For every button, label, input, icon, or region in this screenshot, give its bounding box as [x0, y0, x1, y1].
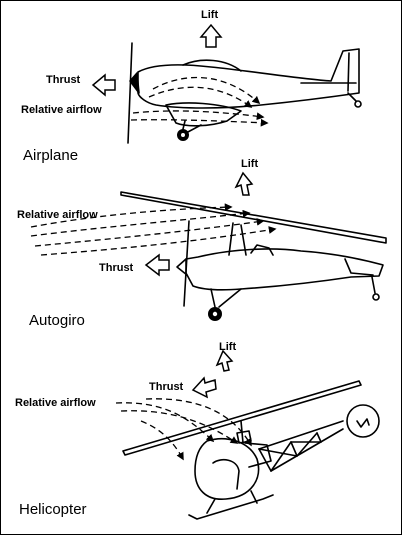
helicopter-airflow-lines	[115, 398, 252, 461]
helicopter-relative-airflow-label: Relative airflow	[15, 397, 96, 409]
autogiro-airflow-lines	[30, 203, 277, 256]
autogiro-drawing	[120, 191, 387, 308]
helicopter-thrust-label: Thrust	[149, 381, 184, 393]
lift-arrow-icon	[215, 349, 234, 372]
airplane-relative-airflow-label: Relative airflow	[21, 104, 102, 116]
helicopter-drawing	[122, 380, 380, 520]
helicopter-caption: Helicopter	[19, 501, 87, 518]
airplane-drawing	[127, 42, 362, 144]
airplane-airflow-lines	[130, 76, 269, 127]
autogiro-caption: Autogiro	[29, 312, 85, 329]
airplane-lift-label: Lift	[201, 9, 219, 21]
thrust-arrow-icon	[191, 376, 217, 399]
lift-arrow-icon	[199, 23, 223, 48]
helicopter-lift-label: Lift	[219, 341, 237, 353]
autogiro-lift-label: Lift	[241, 158, 259, 170]
thrust-arrow-icon	[91, 73, 116, 97]
lift-arrow-icon	[234, 171, 254, 196]
airplane-thrust-label: Thrust	[46, 74, 81, 86]
thrust-arrow-icon	[144, 253, 170, 277]
autogiro-thrust-label: Thrust	[99, 262, 134, 274]
airplane-caption: Airplane	[23, 147, 79, 164]
autogiro-relative-airflow-label: Relative airflow	[17, 209, 98, 221]
